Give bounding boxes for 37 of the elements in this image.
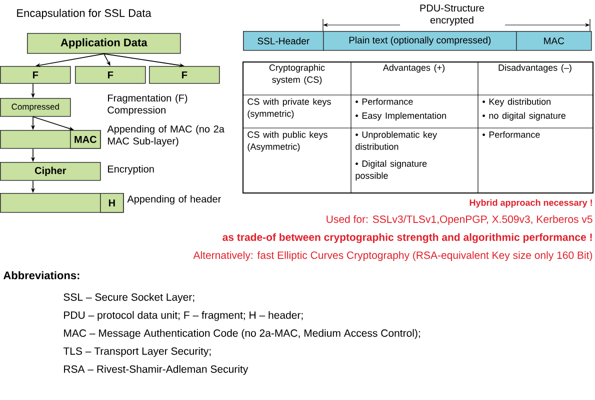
data-box: Compressed	[0, 98, 71, 117]
data-box: Application Data	[27, 33, 181, 54]
pdu-field: MAC	[516, 31, 592, 51]
abbreviation-line: RSA – Rivest-Shamir-Adleman Security	[64, 365, 248, 375]
fragment-box: F	[0, 66, 71, 84]
abbreviation-line: MAC – Message Authentication Code (no 2a-MAC, Medium Access Control);	[64, 329, 420, 339]
diagram-title: Encapsulation for SSL Data	[17, 8, 152, 20]
abbreviation-line: PDU – protocol data unit; F – fragment; H – header;	[64, 311, 303, 321]
mac-field: MAC	[70, 130, 101, 149]
abbreviation-line: SSL – Secure Socket Layer;	[64, 293, 194, 303]
step-description: Appending of MAC (no 2a MAC Sub-layer)	[107, 125, 224, 147]
note-text: Hybrid approach necessary !	[470, 199, 592, 208]
table-cell: • Unproblematic key distribution	[356, 131, 438, 150]
header-field: H	[100, 193, 124, 213]
note-text: as trade-of between cryptographic strength and algorithmic performance !	[222, 233, 592, 244]
table-header: Cryptographic system (CS)	[269, 64, 325, 85]
fragment-box: F	[75, 66, 146, 84]
note-text: Used for: SSLv3/TLSv1,OpenPGP, X.509v3, Kerberos v5	[326, 215, 592, 225]
table-header: Disadvantages (–)	[498, 64, 572, 73]
table-cell: • Digital signature possible	[356, 160, 427, 181]
step-description: Fragmentation (F) Compression	[108, 94, 188, 116]
data-box: Cipher	[0, 162, 101, 181]
abbreviations-heading: Abbreviations:	[3, 271, 80, 280]
table-cell: • Easy Implementation	[356, 112, 446, 121]
table-cell: • no digital signature	[482, 112, 566, 121]
abbreviation-line: TLS – Transport Layer Security;	[63, 347, 211, 357]
step-description: Appending of header	[127, 195, 221, 205]
table-cell: CS with public keys (Asymmetric)	[248, 131, 328, 152]
step-description: Encryption	[108, 165, 154, 175]
fragment-box: F	[149, 66, 220, 84]
table-cell: • Performance	[356, 98, 413, 105]
pdu-field: SSL-Header	[243, 31, 324, 51]
table-cell: • Performance	[482, 131, 540, 138]
note-text: Alternatively: fast Elliptic Curves Cryptography (RSA-equivalent Key size only 160 Bit)	[193, 251, 592, 261]
table-header: Advantages (+)	[382, 64, 444, 73]
table-cell: • Key distribution	[482, 98, 550, 107]
table-cell: CS with private keys (symmetric)	[248, 98, 331, 119]
